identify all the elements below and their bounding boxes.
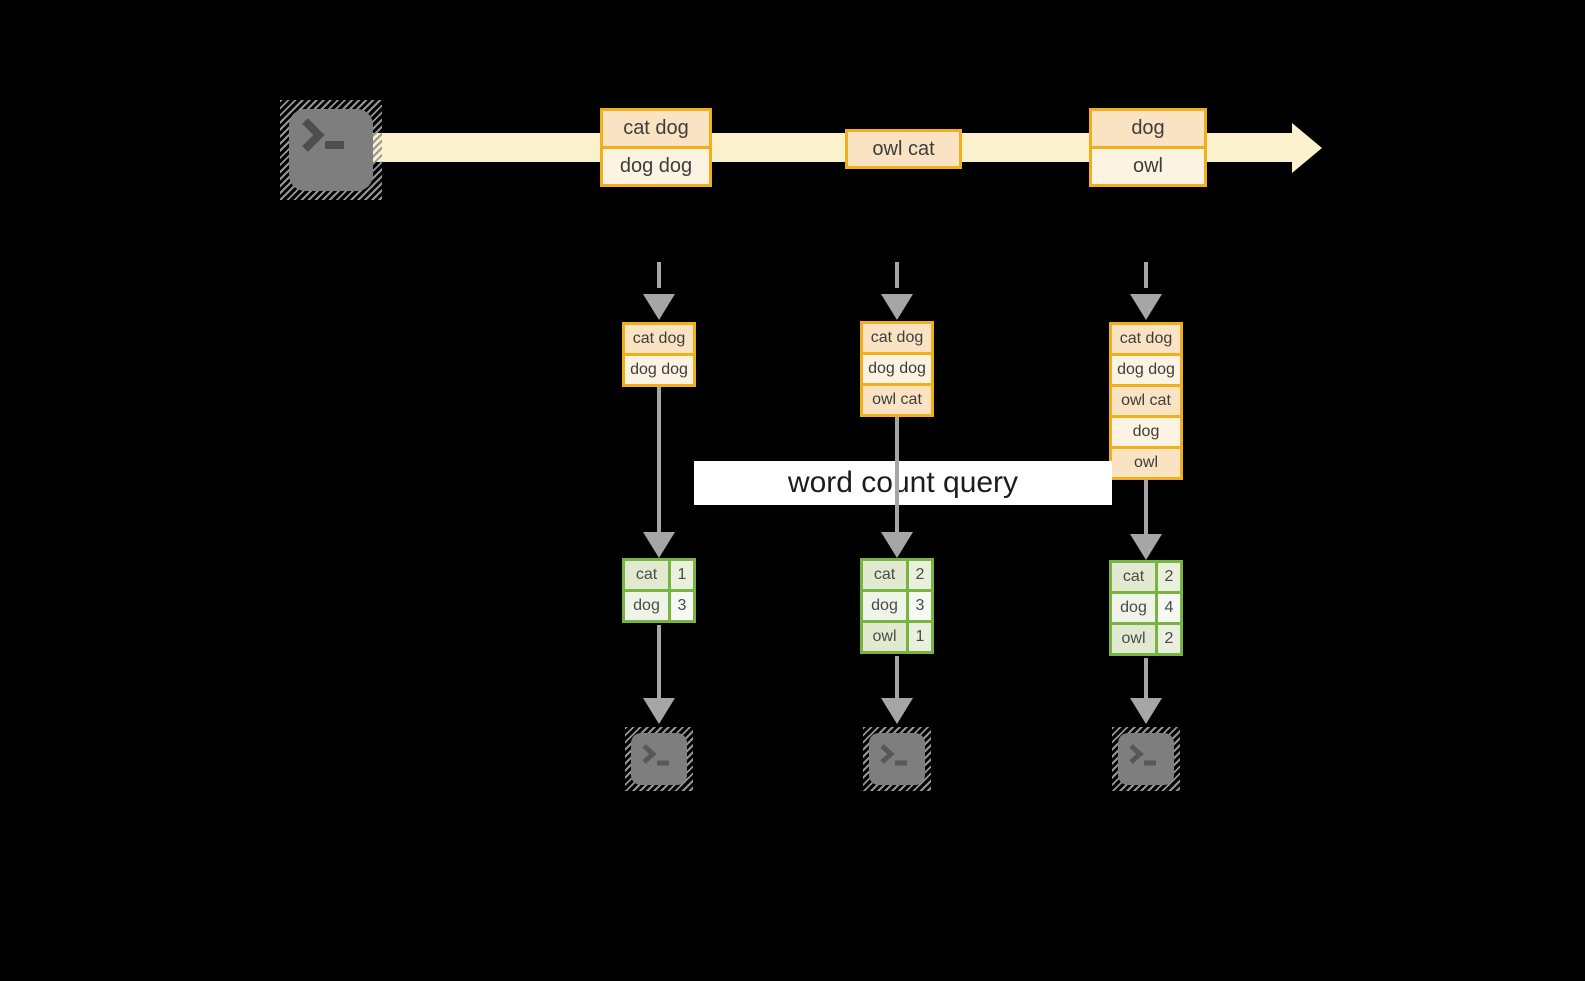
stream-batch-1: cat dog dog dog (600, 108, 712, 187)
prompt-glyph-icon (1129, 744, 1156, 766)
word-cell: owl (1112, 625, 1155, 653)
arrow-head-icon (881, 532, 913, 558)
count-table-3: cat 2 dog 4 owl 2 (1109, 560, 1183, 656)
arrow-shaft (657, 625, 661, 700)
state-cell: dog dog (1112, 356, 1180, 384)
word-cell: cat (625, 561, 668, 589)
state-cell: dog (1112, 418, 1180, 446)
terminal-icon (631, 733, 687, 785)
stream-message-cell: dog dog (603, 149, 709, 184)
state-cell: owl (1112, 449, 1180, 477)
arrow-head-icon (881, 698, 913, 724)
dashed-arrow-head-icon (643, 294, 675, 320)
prompt-glyph-icon (880, 744, 907, 766)
dashed-arrow-head-icon (1130, 294, 1162, 320)
dashed-arrow-shaft (657, 262, 661, 288)
state-cell: dog dog (863, 355, 931, 383)
count-cell: 2 (1158, 563, 1180, 591)
terminal-icon (1118, 733, 1174, 785)
stream-batch-2: owl cat (845, 129, 962, 169)
count-cell: 1 (671, 561, 693, 589)
word-cell: dog (625, 592, 668, 620)
stream-batch-3: dog owl (1089, 108, 1207, 187)
arrow-shaft (895, 417, 899, 534)
stream-arrowhead-icon (1292, 123, 1322, 173)
state-cell: owl cat (863, 386, 931, 414)
stream-message-cell: owl cat (848, 132, 959, 166)
arrow-shaft (1144, 658, 1148, 700)
sink-terminal-3 (1112, 727, 1180, 791)
state-cell: dog dog (625, 356, 693, 384)
stream-message-cell: owl (1092, 149, 1204, 184)
arrow-head-icon (643, 698, 675, 724)
state-box-3: cat dog dog dog owl cat dog owl (1109, 322, 1183, 480)
state-box-2: cat dog dog dog owl cat (860, 321, 934, 417)
count-cell: 2 (1158, 625, 1180, 653)
word-cell: cat (863, 561, 906, 589)
sink-terminal-2 (863, 727, 931, 791)
arrow-shaft (1144, 480, 1148, 536)
count-cell: 3 (909, 592, 931, 620)
word-cell: dog (1112, 594, 1155, 622)
count-table-2: cat 2 dog 3 owl 1 (860, 558, 934, 654)
count-table-1: cat 1 dog 3 (622, 558, 696, 623)
word-cell: dog (863, 592, 906, 620)
count-cell: 4 (1158, 594, 1180, 622)
word-cell: cat (1112, 563, 1155, 591)
sink-terminal-1 (625, 727, 693, 791)
terminal-icon (869, 733, 925, 785)
count-cell: 3 (671, 592, 693, 620)
state-cell: cat dog (1112, 325, 1180, 353)
state-box-1: cat dog dog dog (622, 322, 696, 387)
arrow-shaft (657, 387, 661, 534)
arrow-head-icon (1130, 534, 1162, 560)
count-cell: 2 (909, 561, 931, 589)
prompt-glyph-icon (302, 118, 344, 152)
count-cell: 1 (909, 623, 931, 651)
arrow-head-icon (1130, 698, 1162, 724)
state-cell: cat dog (863, 324, 931, 352)
query-label-band: word count query (694, 461, 1112, 505)
dashed-arrow-shaft (1144, 262, 1148, 288)
state-cell: owl cat (1112, 387, 1180, 415)
state-cell: cat dog (625, 325, 693, 353)
stream-message-cell: cat dog (603, 111, 709, 146)
query-label: word count query (787, 466, 1019, 499)
stream-message-cell: dog (1092, 111, 1204, 146)
arrow-shaft (895, 656, 899, 700)
prompt-glyph-icon (642, 744, 669, 766)
dashed-arrow-head-icon (881, 294, 913, 320)
arrow-head-icon (643, 532, 675, 558)
terminal-icon (289, 109, 373, 191)
source-terminal (280, 100, 382, 200)
dashed-arrow-shaft (895, 262, 899, 288)
word-cell: owl (863, 623, 906, 651)
